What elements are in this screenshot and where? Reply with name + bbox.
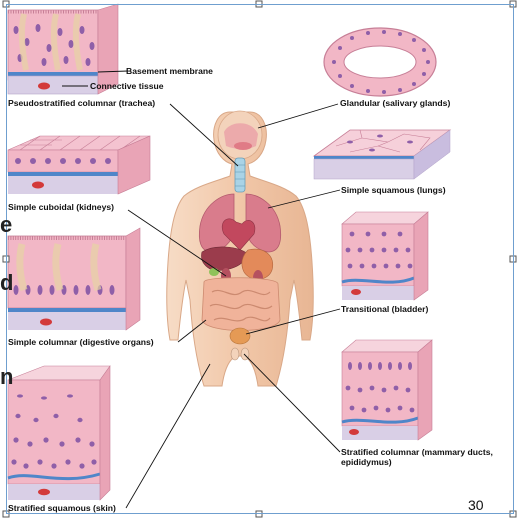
simple-columnar-block xyxy=(7,227,141,331)
label-connective-tissue: Connective tissue xyxy=(90,81,164,91)
label-simple-columnar: Simple columnar (digestive organs) xyxy=(8,337,154,347)
label-glandular: Glandular (salivary glands) xyxy=(340,98,451,108)
label-pseudostratified: Pseudostratified columnar (trachea) xyxy=(8,98,156,108)
simple-cuboidal-block xyxy=(7,135,151,195)
label-stratified-squamous: Stratified squamous (skin) xyxy=(8,503,116,513)
slide-frame xyxy=(6,4,514,514)
label-simple-squamous: Simple squamous (lungs) xyxy=(341,185,446,195)
leader-lines xyxy=(62,70,341,509)
stratified-squamous-block xyxy=(7,365,111,501)
transitional-block xyxy=(341,211,429,301)
side-glyph-3: n xyxy=(0,364,14,389)
page-number: 30 xyxy=(468,497,484,513)
label-transitional: Transitional (bladder) xyxy=(341,304,429,314)
human-body xyxy=(166,110,314,387)
glandular-block xyxy=(323,27,437,97)
label-basement-membrane: Basement membrane xyxy=(126,66,213,76)
simple-squamous-block xyxy=(312,129,452,180)
label-simple-cuboidal: Simple cuboidal (kidneys) xyxy=(8,202,115,212)
label-stratified-columnar: Stratified columnar (mammary ducts, epid… xyxy=(341,447,493,467)
side-glyph-1: e xyxy=(0,212,13,237)
side-glyph-2: d xyxy=(0,270,14,295)
stratified-columnar-block xyxy=(341,339,433,441)
